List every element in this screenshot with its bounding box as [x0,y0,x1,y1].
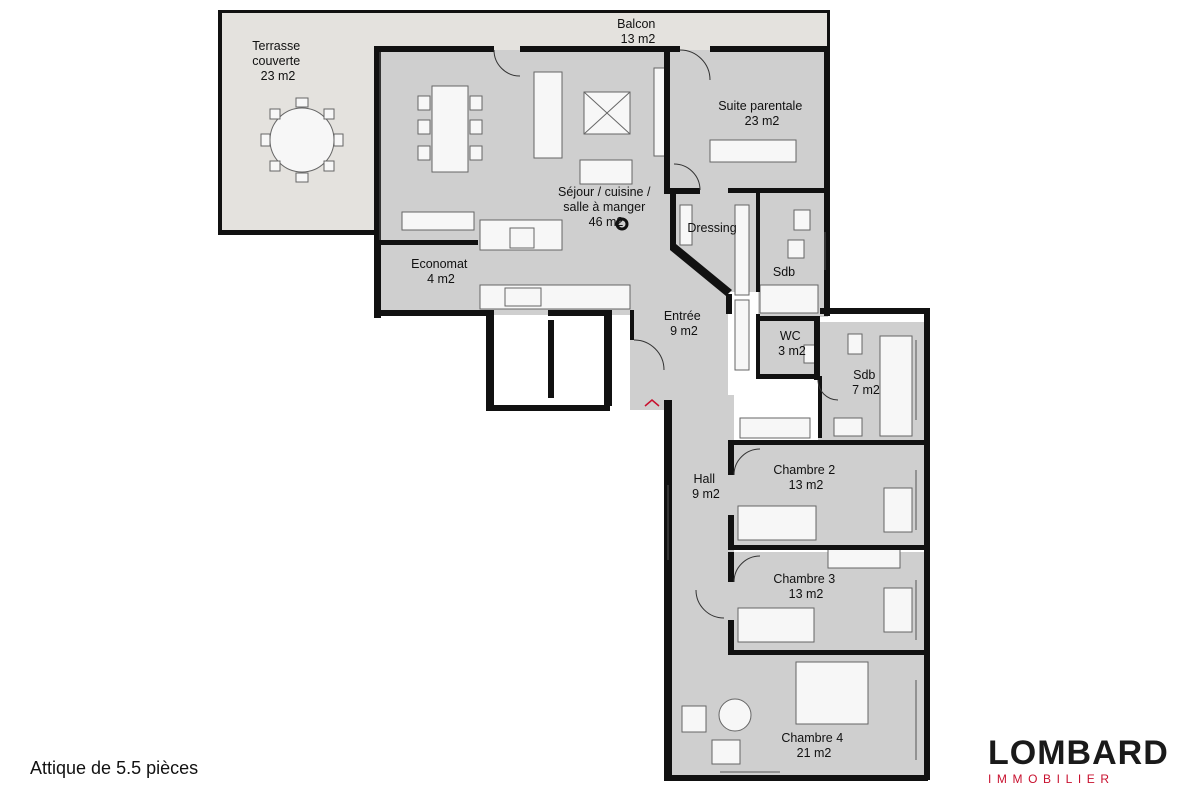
chambre2-desk [883,487,913,533]
label-entree: Entrée 9 m2 [664,309,704,338]
chambre4-bed [795,661,869,725]
kitchen-counter-left [401,211,475,231]
dressing-shelf-left [679,204,693,246]
plan-caption: Attique de 5.5 pièces [30,758,199,778]
brand-logo: LOMBARD IMMOBILIER [988,735,1178,787]
chambre4-side-table [718,698,752,732]
bath-sdb2 [879,335,913,437]
dressing-shelf-right [734,204,750,296]
label-chambre4: Chambre 4 21 m2 [781,731,846,760]
label-suite: Suite parentale 23 m2 [718,99,806,128]
entrance-marker [644,399,660,407]
toilet-sdb1 [787,239,805,259]
chambre2-wardrobe [739,417,811,439]
armchair [579,159,633,185]
floor-areas [220,12,926,775]
label-chambre2: Chambre 2 13 m2 [773,463,838,492]
logo-sub-text: IMMOBILIER [988,772,1115,786]
label-terrasse: Terrasse couverte 23 m2 [252,39,303,83]
sink [504,287,542,307]
dressing-shelf-lower [734,299,750,371]
label-sdb2: Sdb 7 m2 [852,368,880,397]
label-hall: Hall 9 m2 [692,472,720,501]
sofa [533,71,563,159]
balcony-floor [380,12,830,50]
chambre4-armchair-2 [711,739,741,765]
economat-floor [378,245,478,315]
label-chambre3: Chambre 3 13 m2 [773,572,838,601]
room-labels: Terrasse couverte 23 m2 Balcon 13 m2 Sui… [252,17,880,760]
label-dressing: Dressing [687,221,736,235]
suite-bed [709,139,797,163]
basin-sdb2 [833,417,863,437]
label-balcon: Balcon 13 m2 [617,17,659,46]
logo-main-text: LOMBARD [988,734,1169,772]
suite-floor [670,50,828,192]
walls [218,10,930,781]
label-sejour: Séjour / cuisine / salle à manger 46 m2 [558,185,654,229]
dining-table [431,85,469,173]
furniture [260,67,913,765]
chambre3-bed [737,607,815,643]
column [615,217,629,231]
label-sdb1: Sdb [773,265,795,279]
entree-floor [630,190,728,410]
chambre2-bed [737,505,817,541]
shower-sdb1 [759,284,819,314]
toilet-sdb2 [847,333,863,355]
kitchen-counter [479,284,631,310]
round-table-chairs [260,97,344,183]
cooktop [509,227,535,249]
doors [493,49,839,619]
basin-sdb1 [793,209,811,231]
chambre4-armchair-1 [681,705,707,733]
dining-chairs [417,95,483,161]
label-wc: WC 3 m2 [778,329,806,358]
chambre3-desk [883,587,913,633]
windows [379,52,917,773]
label-economat: Economat 4 m2 [411,257,471,286]
chambre3-wardrobe [827,547,901,569]
